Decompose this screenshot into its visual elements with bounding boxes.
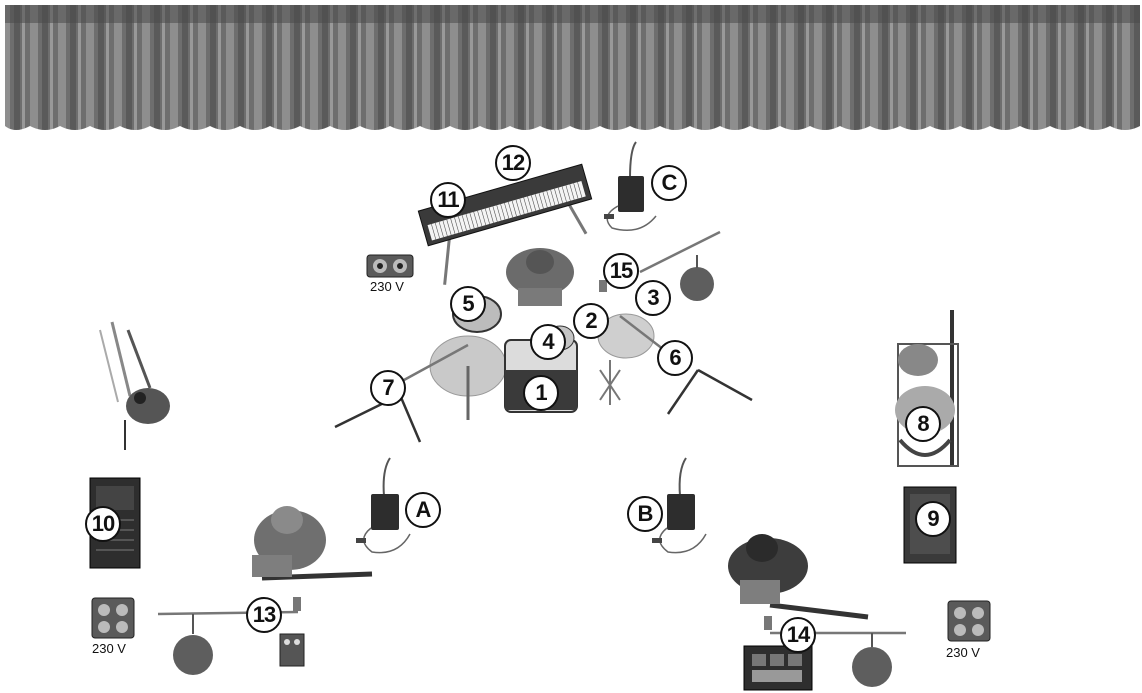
guitar-stand-left [100,322,170,450]
wireless-pack-a [356,458,410,553]
drummer [506,248,574,306]
stage-curtain [5,5,1140,130]
power-outlet-quad-left [92,598,134,638]
wireless-pack-c [604,142,656,230]
marker-2: 2 [573,303,609,339]
marker-9: 9 [915,501,951,537]
marker-3: 3 [635,280,671,316]
marker-13: 13 [246,597,282,633]
marker-10: 10 [85,506,121,542]
outlet-label-center: 230 V [370,279,404,294]
outlet-label-left: 230 V [92,641,126,656]
power-outlet-double [367,255,413,277]
outlet-label-right: 230 V [946,645,980,660]
marker-8: 8 [905,406,941,442]
marker-6: 6 [657,340,693,376]
marker-a: A [405,492,441,528]
marker-7: 7 [370,370,406,406]
marker-14: 14 [780,617,816,653]
bassist-right [728,534,868,617]
marker-12: 12 [495,145,531,181]
marker-4: 4 [530,324,566,360]
marker-15: 15 [603,253,639,289]
power-outlet-quad-right [948,601,990,641]
guitar-stand-right [895,310,958,466]
marker-11: 11 [430,182,466,218]
guitarist-left [252,506,372,578]
marker-1: 1 [523,375,559,411]
marker-5: 5 [450,286,486,322]
effects-pedal [280,634,304,666]
marker-c: C [651,165,687,201]
marker-b: B [627,496,663,532]
